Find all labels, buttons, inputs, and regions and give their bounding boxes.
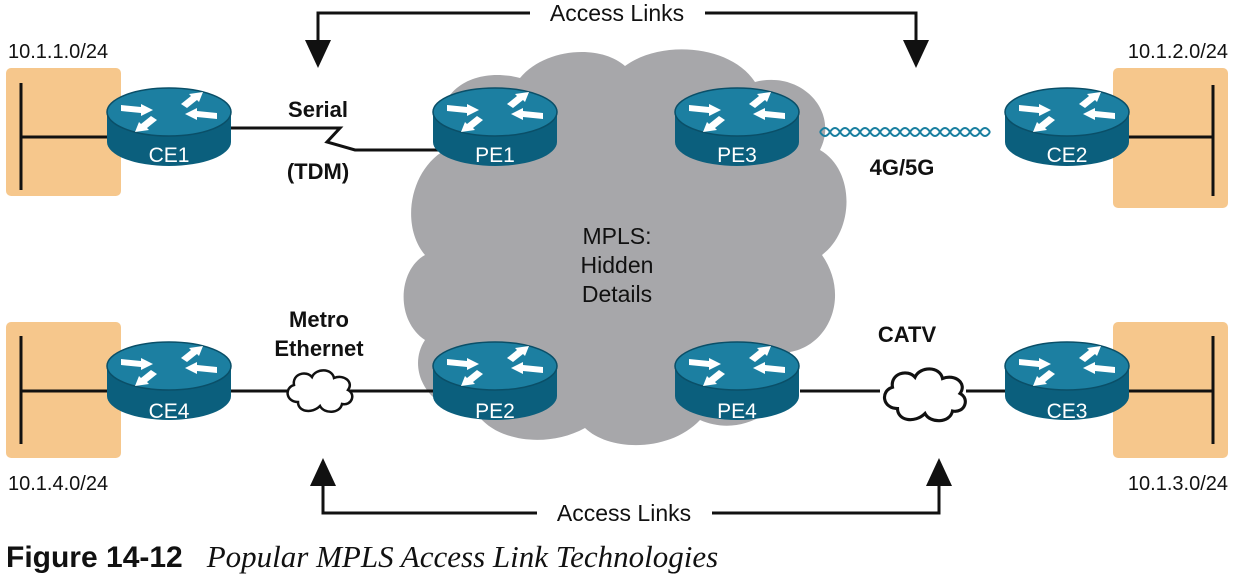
metro-ethernet-cloud bbox=[286, 369, 354, 414]
router-pe2-label: PE2 bbox=[475, 400, 515, 423]
ethernet-label: Ethernet bbox=[274, 336, 364, 361]
router-ce2-label: CE2 bbox=[1047, 144, 1088, 167]
site-ce1 bbox=[6, 68, 121, 196]
router-ce3-label: CE3 bbox=[1047, 400, 1088, 423]
links bbox=[230, 126, 1005, 393]
arrow-up-left-icon bbox=[310, 458, 336, 486]
arrow-down-right-icon bbox=[903, 40, 929, 68]
figure-title: Popular MPLS Access Link Technologies bbox=[206, 539, 719, 574]
router-ce1-label: CE1 bbox=[149, 144, 190, 167]
wireless-label: 4G/5G bbox=[870, 155, 935, 180]
router-pe2[interactable]: PE2 bbox=[432, 341, 558, 423]
router-ce1[interactable]: CE1 bbox=[106, 87, 232, 167]
catv-label: CATV bbox=[878, 322, 937, 347]
router-pe3-label: PE3 bbox=[717, 144, 757, 167]
router-ce3[interactable]: CE3 bbox=[1004, 341, 1130, 423]
arrow-down-left-icon bbox=[305, 40, 331, 68]
figure-number: Figure 14-12 bbox=[6, 541, 183, 574]
router-ce2[interactable]: CE2 bbox=[1004, 87, 1130, 167]
lan-segments bbox=[19, 83, 1215, 444]
mpls-diagram: CE1 PE1 PE3 CE2 CE4 PE2 PE4 CE3 Access L… bbox=[6, 0, 1228, 526]
serial-link bbox=[230, 126, 460, 152]
metro-label: Metro bbox=[289, 307, 349, 332]
wireless-signal bbox=[819, 127, 991, 137]
figure-caption: Figure 14-12 Popular MPLS Access Link Tec… bbox=[6, 539, 718, 575]
access-links-top-bracket bbox=[316, 11, 918, 42]
arrow-up-right-icon bbox=[926, 458, 952, 486]
subnet-label-4: 10.1.4.0/24 bbox=[8, 473, 108, 495]
mpls-label-line2: Hidden bbox=[581, 252, 654, 278]
access-links-top-label: Access Links bbox=[550, 0, 684, 26]
catv-cloud bbox=[882, 367, 967, 423]
mpls-label-line1: MPLS: bbox=[582, 223, 651, 249]
subnet-label-2: 10.1.2.0/24 bbox=[1128, 41, 1228, 63]
mpls-label-line3: Details bbox=[582, 281, 652, 307]
access-links-bottom-label: Access Links bbox=[557, 500, 691, 526]
serial-label: Serial bbox=[288, 97, 348, 122]
subnet-label-1: 10.1.1.0/24 bbox=[8, 41, 108, 63]
tdm-label: (TDM) bbox=[287, 159, 349, 184]
router-pe3[interactable]: PE3 bbox=[674, 87, 800, 167]
router-pe4-label: PE4 bbox=[717, 400, 757, 423]
router-ce4-label: CE4 bbox=[149, 400, 190, 423]
router-ce4[interactable]: CE4 bbox=[106, 341, 232, 423]
subnet-label-3: 10.1.3.0/24 bbox=[1128, 473, 1228, 495]
router-pe1-label: PE1 bbox=[475, 144, 515, 167]
router-pe4[interactable]: PE4 bbox=[674, 341, 800, 423]
access-links-bottom-bracket bbox=[321, 484, 941, 515]
router-pe1[interactable]: PE1 bbox=[432, 87, 558, 167]
